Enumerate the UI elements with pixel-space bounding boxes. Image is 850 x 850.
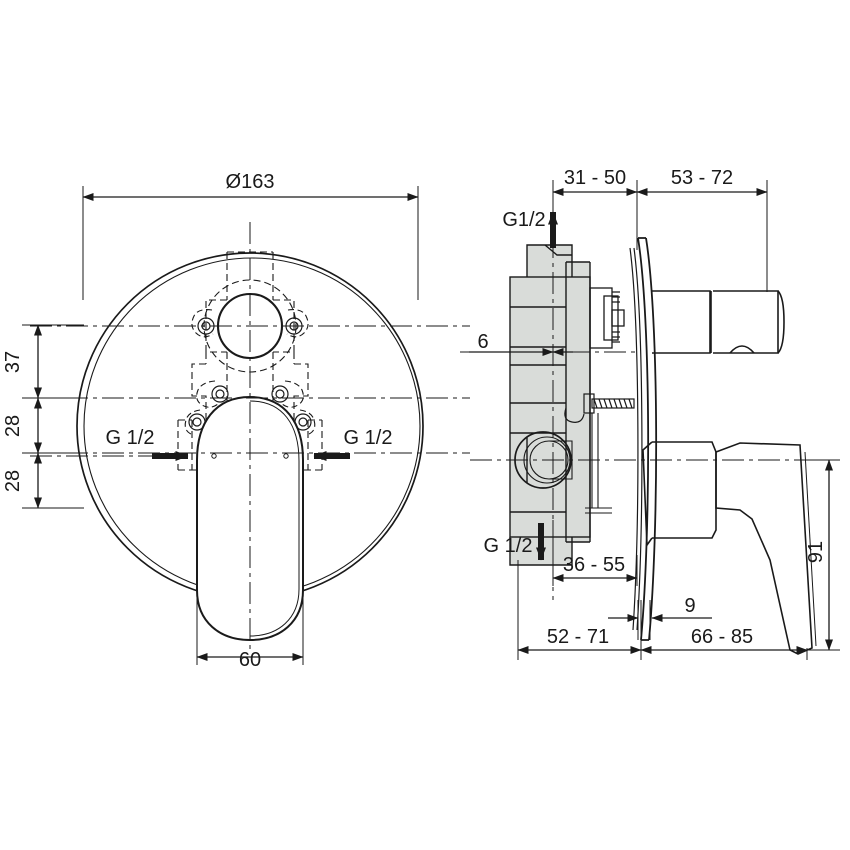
- escutcheon-plate-side-back: [629, 247, 643, 631]
- front-extension-lines: [82, 186, 419, 300]
- lever-side-highlight: [804, 451, 817, 647]
- fixing-lug-bottom-right: [299, 409, 316, 435]
- label-dim-36-55: 36 - 55: [563, 554, 625, 576]
- fixing-lug-bottom-left: [184, 409, 201, 435]
- label-thread-side-top: G1/2: [502, 209, 545, 231]
- label-diameter-163: Ø163: [226, 171, 275, 193]
- label-dim-6: 6: [477, 331, 488, 353]
- label-thread-left: G 1/2: [106, 427, 155, 449]
- fixing-lug-lower-left: [196, 380, 219, 408]
- label-dim-66-85: 66 - 85: [691, 626, 753, 648]
- label-dim-31-50: 31 - 50: [564, 167, 626, 189]
- fixing-lug-left: [191, 309, 214, 338]
- label-dim-28-lower: 28: [2, 470, 24, 492]
- dim-9-extensions: [637, 600, 651, 640]
- valve-body-outline: [509, 244, 591, 566]
- front-left-dim-extensions: [22, 324, 84, 509]
- label-dim-37: 37: [2, 351, 24, 373]
- fixing-lug-lower-right: [281, 380, 304, 408]
- lever-pivot-dot-right: [283, 453, 289, 459]
- valve-body-fill: [510, 245, 590, 565]
- label-thread-right: G 1/2: [344, 427, 393, 449]
- front-view-group: [22, 186, 470, 665]
- label-dim-9: 9: [684, 595, 695, 617]
- front-centerlines: [30, 222, 470, 650]
- fixing-lug-right: [286, 309, 309, 338]
- diverter-handle: [652, 290, 785, 354]
- label-dim-91: 91: [805, 541, 827, 563]
- front-bottom-dim-extensions: [196, 470, 304, 665]
- label-dim-53-72: 53 - 72: [671, 167, 733, 189]
- fixing-screw: [564, 393, 635, 423]
- side-view-group: [460, 180, 840, 660]
- label-dim-28-upper: 28: [2, 415, 24, 437]
- lever-pivot-dot-left: [211, 453, 217, 459]
- label-thread-side-bottom: G 1/2: [484, 535, 533, 557]
- label-dim-52-71: 52 - 71: [547, 626, 609, 648]
- cartridge-stack: [589, 287, 625, 349]
- dim-91-extensions: [800, 459, 840, 651]
- lever-side-profile: [642, 441, 813, 655]
- label-dim-60: 60: [239, 649, 261, 671]
- lever-handle-highlight: [249, 400, 300, 637]
- escutcheon-plate-side: [637, 237, 658, 641]
- fixing-hole-lower-right: [271, 385, 289, 403]
- fixing-hole-lower-left: [211, 385, 229, 403]
